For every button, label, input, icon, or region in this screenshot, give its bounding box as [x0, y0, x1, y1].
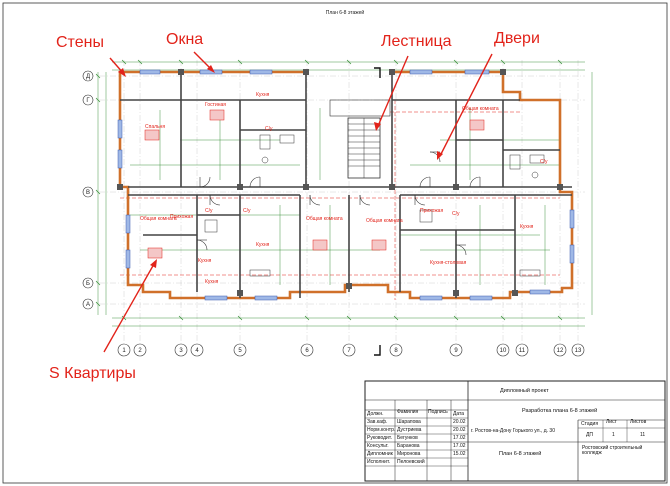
- axis-number-7: 7: [347, 348, 351, 354]
- room-obshaya-3: Общая комната: [306, 216, 343, 222]
- interior-walls: [120, 72, 572, 298]
- tb-role-6: Исполнит.: [367, 459, 391, 465]
- tb-role-1: Зав.каф.: [367, 419, 388, 425]
- dimension-lines: [97, 61, 593, 327]
- room-su-1: С/у: [265, 126, 273, 132]
- tb-date-1: 20.02: [453, 419, 466, 425]
- red-dashed-lines: [120, 100, 560, 300]
- exterior-walls: [118, 70, 574, 300]
- room-prihozhaya-2: Прихожая: [420, 208, 443, 214]
- axis-number-9: 9: [454, 348, 458, 354]
- tb-hdr-role: Должн.: [367, 411, 384, 417]
- room-kuhnya-1: Кухня: [256, 92, 270, 98]
- axis-grid: [88, 60, 585, 343]
- label-walls: Стены: [56, 34, 104, 51]
- title-block-frame: [364, 380, 666, 482]
- axis-letter-b: Б: [86, 281, 90, 287]
- tb-name-2: Дустриева: [397, 427, 422, 433]
- tb-subject: Разработка плана 6-8 этажей: [522, 408, 598, 414]
- label-area: S Квартиры: [49, 365, 136, 382]
- doors: [196, 151, 481, 256]
- room-labels: Гостиная Кухня Спальня С/у Общая комната…: [140, 92, 548, 285]
- axis-number-4: 4: [195, 348, 199, 354]
- dimension-ticks: [95, 59, 563, 321]
- tb-hdr-date: Дата: [453, 411, 465, 417]
- label-windows: Окна: [166, 31, 204, 48]
- axis-number-8: 8: [394, 348, 398, 354]
- room-su-3: С/у: [205, 208, 213, 214]
- tb-sheet: 1: [612, 432, 615, 438]
- room-obshaya-2: Общая комната: [140, 216, 177, 222]
- axis-letter-bubbles: Д Г В Б А: [82, 70, 94, 310]
- tb-name-4: Баранова: [397, 443, 420, 449]
- tb-date-4: 17.02: [453, 443, 466, 449]
- tb-sheet-name: План 6-8 этажей: [499, 451, 542, 457]
- tb-sheets: 11: [640, 432, 646, 438]
- axis-number-2: 2: [138, 348, 142, 354]
- tb-hdr-sign: Подпись: [428, 409, 448, 415]
- tb-org: Ростовский строительный колледж: [582, 445, 643, 456]
- axis-number-12: 12: [557, 348, 564, 354]
- axis-letter-d: Д: [86, 74, 90, 80]
- annotation-arrowheads: [118, 65, 443, 268]
- area-marks: [144, 109, 485, 259]
- fixtures: [204, 134, 545, 277]
- tb-col-sheet: Лист: [606, 419, 617, 425]
- axis-number-1: 1: [122, 348, 126, 354]
- label-stairs: Лестница: [381, 33, 452, 50]
- tb-date-3: 17.02: [453, 435, 466, 441]
- room-kuhnya-4: Кухня: [520, 224, 534, 230]
- room-kuhnya-stolovaya: Кухня-столовая: [430, 260, 467, 266]
- tb-address: г. Ростов-на-Дону Горького ул., д. 30: [471, 428, 555, 434]
- axis-number-13: 13: [575, 348, 582, 354]
- room-su-4: С/у: [243, 208, 251, 214]
- windows: [117, 69, 575, 301]
- axis-number-bubbles: 1 2 3 4 5 6 7 8 9 10 11 12 13: [117, 343, 585, 357]
- room-obshaya-4: Общая комната: [366, 218, 403, 224]
- room-spalnya: Спальня: [145, 124, 165, 130]
- tb-name-5: Миронова: [397, 451, 421, 457]
- room-su-5: С/у: [452, 211, 460, 217]
- axis-number-5: 5: [238, 348, 242, 354]
- tb-role-2: Норм.контр.: [367, 427, 396, 433]
- room-su-2: С/у: [540, 159, 548, 165]
- plan-title: План 6-8 этажей: [326, 9, 365, 16]
- axis-letter-g: Г: [86, 98, 90, 104]
- tb-name-6: Пелоевский: [397, 459, 425, 465]
- tb-role-4: Консульт.: [367, 443, 389, 449]
- room-kuhnya-3: Кухня: [198, 258, 212, 264]
- room-gostinaya: Гостиная: [205, 102, 226, 108]
- axis-number-10: 10: [500, 348, 507, 354]
- tb-role-5: Дипломник: [367, 451, 393, 457]
- axis-number-3: 3: [179, 348, 183, 354]
- axis-letter-a: А: [86, 302, 90, 308]
- tb-project: Дипломный проект: [500, 388, 549, 394]
- axis-number-11: 11: [519, 348, 526, 354]
- room-kuhnya-5: Кухня: [205, 279, 219, 285]
- tb-name-1: Шарапова: [397, 419, 421, 425]
- tb-role-3: Руководит.: [367, 435, 392, 441]
- tb-stage: ДП: [586, 432, 593, 438]
- axis-letter-v: В: [86, 190, 90, 196]
- staircase: [329, 99, 391, 179]
- section-markers: [374, 67, 381, 356]
- tb-name-3: Бегунков: [397, 435, 418, 441]
- room-obshaya-1: Общая комната: [462, 106, 499, 112]
- room-kuhnya-2: Кухня: [256, 242, 270, 248]
- tb-date-2: 20.02: [453, 427, 466, 433]
- tb-col-sheets: Листов: [630, 419, 647, 425]
- tb-hdr-name: Фамилия: [397, 409, 419, 415]
- room-prihozhaya-1: Прихожая: [170, 214, 193, 220]
- tb-col-stage: Стадия: [581, 421, 599, 427]
- annotation-arrows: [103, 51, 493, 353]
- columns: [117, 69, 563, 296]
- axis-number-6: 6: [305, 348, 309, 354]
- tb-date-5: 15.02: [453, 451, 466, 457]
- label-doors: Двери: [494, 30, 540, 47]
